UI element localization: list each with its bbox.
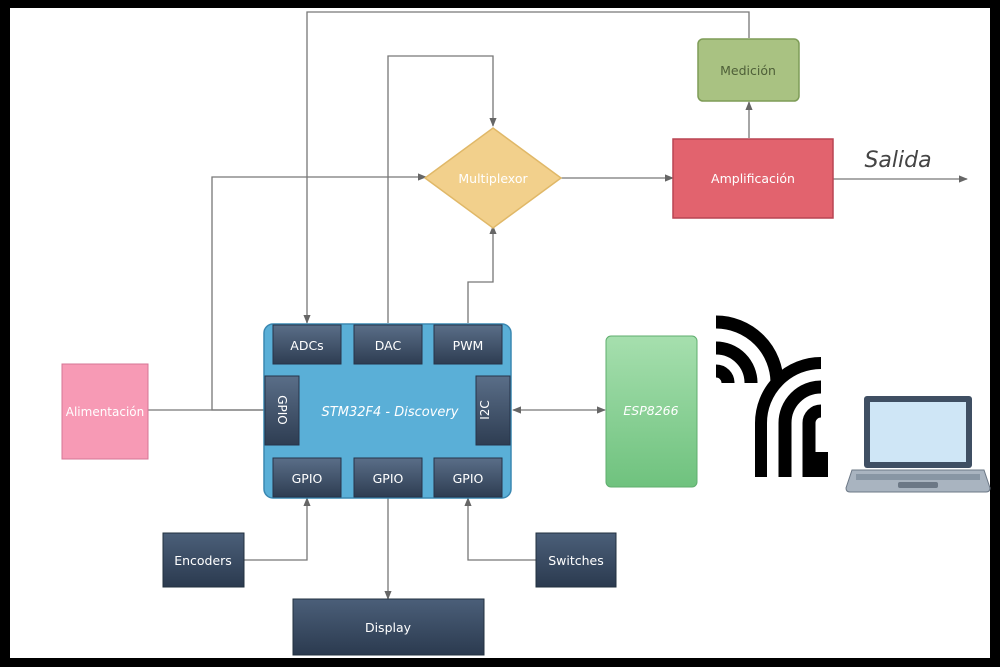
connectors <box>148 11 968 600</box>
conn-encoders-gpio <box>244 497 311 561</box>
esp-node: ESP8266 <box>605 335 698 488</box>
multiplexor-node: Multiplexor <box>423 127 563 229</box>
port-i2c-label: I2C <box>478 400 492 420</box>
port-gpio-bottom-3-label: GPIO <box>453 471 484 486</box>
amplificacion-node: Amplificación <box>672 138 834 219</box>
medicion-label: Medición <box>720 63 776 78</box>
laptop-icon <box>845 396 991 493</box>
amplificacion-label: Amplificación <box>711 171 795 186</box>
mcu-board: STM32F4 - Discovery ADCs DAC PWM GPIO I2… <box>263 323 512 499</box>
port-gpio-bottom-2-label: GPIO <box>373 471 404 486</box>
port-dac: DAC <box>353 324 423 365</box>
switches-label: Switches <box>548 553 604 568</box>
conn-gpio-mux <box>211 173 427 411</box>
conn-dac-mux <box>387 55 497 323</box>
alimentacion-label: Alimentación <box>66 405 145 419</box>
encoders-node: Encoders <box>162 532 245 588</box>
switches-node: Switches <box>535 532 617 588</box>
salida-label: Salida <box>864 148 931 173</box>
display-node: Display <box>292 598 485 656</box>
port-i2c: I2C <box>475 375 511 446</box>
wifi-signal-dot <box>815 452 828 477</box>
multiplexor-label: Multiplexor <box>458 171 528 186</box>
port-gpio-bottom-1: GPIO <box>272 457 342 498</box>
port-gpio-bottom-2: GPIO <box>353 457 423 498</box>
port-gpio-bottom-3: GPIO <box>433 457 503 498</box>
port-gpio-bottom-1-label: GPIO <box>292 471 323 486</box>
port-adcs: ADCs <box>272 324 342 365</box>
conn-switches-gpio <box>464 497 536 561</box>
encoders-label: Encoders <box>174 553 232 568</box>
conn-pwm-mux <box>467 225 497 323</box>
esp-label: ESP8266 <box>623 403 678 418</box>
conn-medicion-adcs <box>303 11 750 324</box>
alimentacion-node: Alimentación <box>61 363 149 460</box>
mcu-label: STM32F4 - Discovery <box>322 405 459 420</box>
wifi-signal-icon <box>715 315 822 477</box>
port-pwm: PWM <box>433 324 503 365</box>
medicion-node: Medición <box>697 38 800 102</box>
port-dac-label: DAC <box>375 338 402 353</box>
display-label: Display <box>365 620 412 635</box>
port-adcs-label: ADCs <box>290 338 323 353</box>
port-pwm-label: PWM <box>453 338 484 353</box>
port-gpio-left-label: GPIO <box>275 395 289 425</box>
port-gpio-left: GPIO <box>264 375 300 446</box>
